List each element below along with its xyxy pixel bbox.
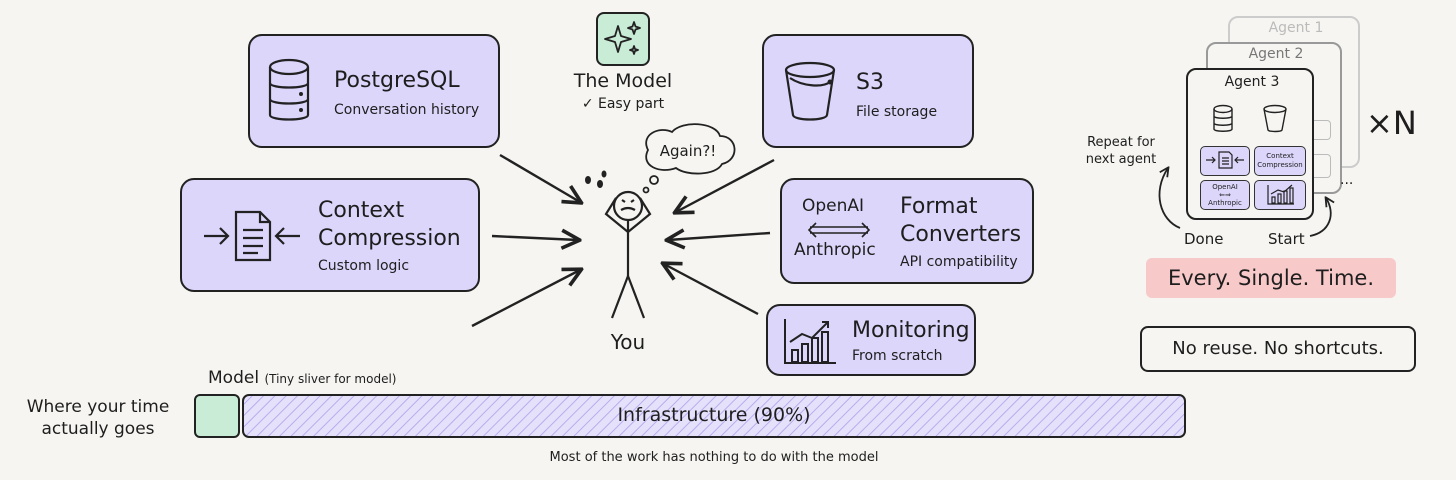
- openai-label: OpenAI: [802, 196, 865, 216]
- bucket-icon: [784, 61, 836, 121]
- model-title: The Model: [573, 70, 673, 92]
- model-note: (Tiny sliver for model): [264, 372, 397, 386]
- infrastructure-label: Infrastructure (90%): [617, 404, 811, 426]
- loop-arrow-start: [1309, 198, 1331, 237]
- bidirectional-arrow-icon: [807, 222, 871, 238]
- converters-subtitle: API compatibility: [900, 254, 1018, 270]
- context-subtitle: Custom logic: [318, 258, 410, 274]
- model-label: Model: [208, 368, 260, 388]
- mini-bidirectional-arrow-icon: ⇐⇒: [1219, 191, 1231, 199]
- mini-context-text: Context Compression: [1257, 152, 1303, 169]
- compress-document-icon: [204, 210, 300, 262]
- agent-2-label: Agent 2: [1248, 46, 1304, 62]
- repeat-label: Repeat for next agent: [1076, 134, 1166, 168]
- bar-caption: Most of the work has nothing to do with …: [549, 450, 879, 465]
- thought-bubble: [642, 123, 736, 194]
- format-converters-box: OpenAI Anthropic Format Converters API c…: [780, 178, 1034, 284]
- mini-database-icon: [1213, 104, 1233, 132]
- mini-openai: OpenAI: [1212, 183, 1238, 191]
- monitoring-title: Monitoring: [852, 318, 970, 343]
- stack-peek-2: [1314, 154, 1331, 178]
- database-icon: [268, 58, 310, 121]
- context-title-line1: Context: [318, 198, 405, 223]
- model-icon-tile: [596, 12, 650, 66]
- start-label: Start: [1268, 230, 1305, 248]
- no-reuse-text: No reuse. No shortcuts.: [1172, 338, 1384, 359]
- every-single-time-banner: Every. Single. Time.: [1146, 258, 1396, 298]
- mini-context-icon: [1200, 146, 1250, 176]
- thought-text: Again?!: [659, 142, 717, 160]
- sparkles-icon: [604, 21, 641, 55]
- postgresql-subtitle: Conversation history: [334, 102, 480, 118]
- stressed-stick-figure: [604, 190, 652, 319]
- sweat-drops: [585, 170, 607, 188]
- banner-text: Every. Single. Time.: [1167, 266, 1374, 290]
- arrow-bottom-left: [471, 270, 580, 328]
- arrow-s3: [676, 158, 775, 212]
- model-bar-label: Model (Tiny sliver for model): [208, 368, 396, 388]
- agent-3-label: Agent 3: [1224, 74, 1280, 90]
- stack-ellipsis: ...: [1340, 172, 1354, 188]
- converters-title-line1: Format: [900, 194, 978, 219]
- arrow-monitoring: [664, 264, 759, 316]
- converters-title-line2: Converters: [900, 222, 1022, 247]
- mini-bucket-icon: [1263, 104, 1287, 133]
- mini-context-label: Context Compression: [1254, 146, 1306, 176]
- repeat-line1: Repeat for: [1087, 135, 1155, 150]
- arrow-postgres: [499, 153, 580, 202]
- s3-box: S3 File storage: [762, 34, 974, 148]
- postgresql-title: PostgreSQL: [334, 68, 460, 93]
- arrow-context: [491, 236, 578, 240]
- no-reuse-box: No reuse. No shortcuts.: [1140, 326, 1416, 372]
- loop-arrow-done: [1158, 168, 1181, 229]
- mini-anthropic: Anthropic: [1208, 199, 1242, 207]
- arrow-converters: [668, 233, 771, 240]
- mini-monitoring-icon: [1254, 180, 1306, 210]
- done-label: Done: [1184, 230, 1224, 248]
- monitoring-box: Monitoring From scratch: [766, 304, 976, 376]
- time-label-line1: Where your time: [26, 397, 170, 417]
- model-share-bar: [194, 394, 240, 438]
- anthropic-label: Anthropic: [794, 240, 876, 260]
- repeat-line2: next agent: [1085, 152, 1157, 167]
- time-label: Where your time actually goes: [8, 396, 188, 440]
- time-label-line2: actually goes: [41, 419, 155, 439]
- context-title-line2: Compression: [318, 226, 461, 251]
- monitoring-subtitle: From scratch: [852, 348, 943, 364]
- mini-converter: OpenAI ⇐⇒ Anthropic: [1200, 180, 1250, 210]
- model-subtitle: ✓ Easy part: [581, 96, 665, 112]
- postgresql-box: PostgreSQL Conversation history: [248, 34, 500, 148]
- stack-peek-1: [1314, 120, 1331, 140]
- s3-subtitle: File storage: [856, 104, 938, 120]
- s3-title: S3: [856, 70, 884, 95]
- you-label: You: [610, 330, 646, 354]
- multiplier-label: ×N: [1366, 104, 1417, 142]
- infrastructure-bar: [242, 394, 1186, 438]
- agent-3-card: Agent 3 Context Compression OpenAI ⇐⇒ An…: [1186, 68, 1314, 220]
- agent-1-label: Agent 1: [1268, 20, 1324, 36]
- chart-icon: [784, 319, 836, 364]
- context-compression-box: Context Compression Custom logic: [180, 178, 480, 292]
